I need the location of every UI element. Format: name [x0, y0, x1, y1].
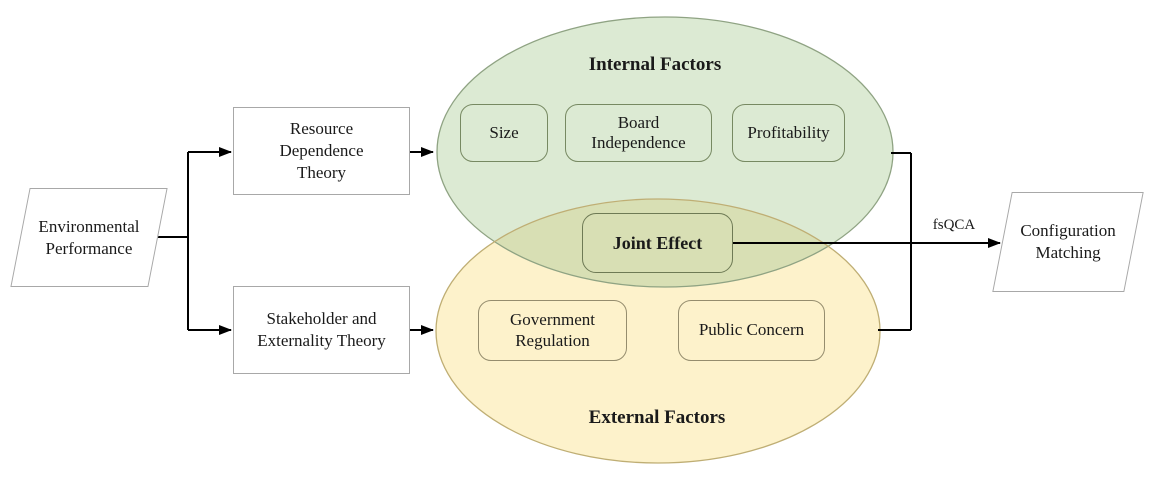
joint-effect-node: Joint Effect: [582, 213, 733, 273]
internal-factors-title: Internal Factors: [588, 54, 722, 75]
configuration-matching-label: Configuration Matching: [1020, 221, 1116, 262]
factor-public-concern: Public Concern: [678, 300, 825, 361]
factors-overlap-region: [437, 199, 880, 287]
environmental-performance-node: Environmental Performance: [10, 188, 168, 287]
external-factors-title: External Factors: [588, 407, 726, 428]
factor-public-concern-label: Public Concern: [698, 320, 805, 340]
factor-size: Size: [460, 104, 548, 162]
factor-board-independence: Board Independence: [565, 104, 712, 162]
factor-profitability-label: Profitability: [747, 122, 830, 142]
factor-profitability: Profitability: [732, 104, 845, 162]
resource-dependence-theory-label: Resource Dependence Theory: [279, 119, 364, 182]
resource-dependence-theory-node: Resource Dependence Theory: [233, 107, 410, 195]
environmental-performance-label: Environmental Performance: [38, 216, 140, 258]
joint-effect-label: Joint Effect: [612, 232, 703, 253]
stakeholder-externality-theory-label: Stakeholder and Externality Theory: [257, 309, 386, 350]
configuration-matching-node: Configuration Matching: [992, 192, 1144, 292]
factor-government-regulation-label: Government Regulation: [510, 310, 595, 350]
factor-government-regulation: Government Regulation: [478, 300, 627, 361]
stakeholder-externality-theory-node: Stakeholder and Externality Theory: [233, 286, 410, 374]
factor-board-independence-label: Board Independence: [591, 112, 686, 152]
factor-size-label: Size: [489, 122, 519, 142]
fsqca-edge-label: fsQCA: [932, 217, 976, 233]
